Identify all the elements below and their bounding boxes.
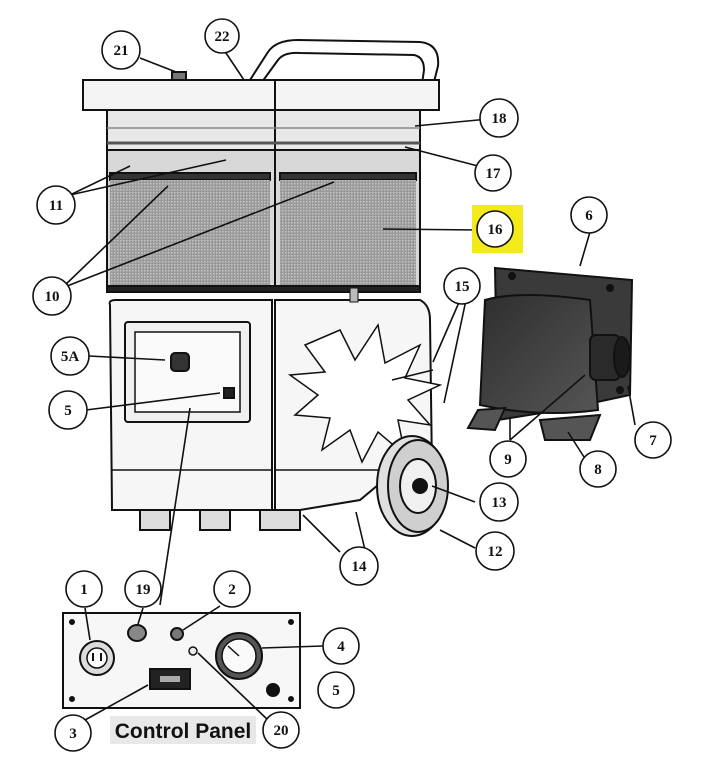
svg-text:12: 12 xyxy=(488,544,503,560)
svg-text:7: 7 xyxy=(649,433,657,449)
callout-2: 2 xyxy=(213,570,251,608)
svg-text:5: 5 xyxy=(64,403,72,419)
outlet-5-icon xyxy=(223,387,235,399)
svg-text:11: 11 xyxy=(49,198,63,214)
callout-13: 13 xyxy=(479,482,519,522)
callout-18: 18 xyxy=(479,98,519,138)
callout-22: 22 xyxy=(204,18,240,54)
cutaway-burst xyxy=(287,323,443,464)
lid xyxy=(82,71,440,111)
blower-assembly xyxy=(466,266,634,441)
control-panel xyxy=(62,612,301,709)
callout-19: 19 xyxy=(124,570,162,608)
gfci-outlet-icon xyxy=(266,683,280,697)
svg-text:17: 17 xyxy=(486,166,502,182)
control-panel-caption: Control Panel xyxy=(110,716,256,744)
indicator-light-icon xyxy=(127,624,147,642)
callouts: 21 22 18 17 11 16 10 15 6 5A 5 7 9 8 13 … xyxy=(32,18,672,752)
svg-text:8: 8 xyxy=(594,462,602,478)
svg-text:21: 21 xyxy=(114,43,129,59)
callout-5-body: 5 xyxy=(48,390,88,430)
reset-button-icon xyxy=(188,646,198,656)
svg-text:6: 6 xyxy=(585,208,593,224)
callout-3: 3 xyxy=(54,714,92,752)
callout-5a: 5A xyxy=(50,336,90,376)
callout-7: 7 xyxy=(634,421,672,459)
callout-20: 20 xyxy=(262,711,300,749)
svg-text:Control Panel: Control Panel xyxy=(115,720,252,743)
callout-1: 1 xyxy=(65,570,103,608)
svg-text:19: 19 xyxy=(136,582,151,598)
svg-text:3: 3 xyxy=(69,726,77,742)
svg-text:20: 20 xyxy=(274,723,289,739)
callout-9: 9 xyxy=(489,440,527,478)
filter-mesh-left xyxy=(110,180,270,286)
svg-text:18: 18 xyxy=(492,111,507,127)
wheel xyxy=(376,435,449,537)
svg-text:5A: 5A xyxy=(61,349,80,365)
filter-housing xyxy=(106,109,421,293)
callout-11: 11 xyxy=(36,185,76,225)
svg-text:1: 1 xyxy=(80,582,88,598)
svg-text:10: 10 xyxy=(45,289,60,305)
svg-text:22: 22 xyxy=(215,29,230,45)
handle xyxy=(249,38,440,85)
svg-text:9: 9 xyxy=(504,452,512,468)
svg-text:14: 14 xyxy=(352,559,368,575)
callout-21: 21 xyxy=(101,30,141,70)
filter-mesh-right xyxy=(280,180,416,286)
callout-6: 6 xyxy=(570,196,608,234)
svg-text:16: 16 xyxy=(488,222,504,238)
axle-hub-icon xyxy=(412,478,428,494)
callout-10: 10 xyxy=(32,276,72,316)
svg-text:2: 2 xyxy=(228,582,236,598)
callout-5-panel: 5 xyxy=(317,671,355,709)
callout-4: 4 xyxy=(322,627,360,665)
callout-16: 16 xyxy=(476,210,514,248)
svg-text:5: 5 xyxy=(332,683,340,699)
lid-knob-icon xyxy=(171,71,187,81)
callout-12: 12 xyxy=(475,531,515,571)
leader-lines xyxy=(61,49,636,723)
svg-text:4: 4 xyxy=(337,639,345,655)
callout-14: 14 xyxy=(339,546,379,586)
callout-17: 17 xyxy=(474,154,512,192)
callout-8: 8 xyxy=(579,450,617,488)
fuse-holder-icon xyxy=(170,627,184,641)
switch-5a-icon xyxy=(170,352,190,372)
svg-text:15: 15 xyxy=(455,279,470,295)
callout-15: 15 xyxy=(443,267,481,305)
svg-text:13: 13 xyxy=(492,495,507,511)
